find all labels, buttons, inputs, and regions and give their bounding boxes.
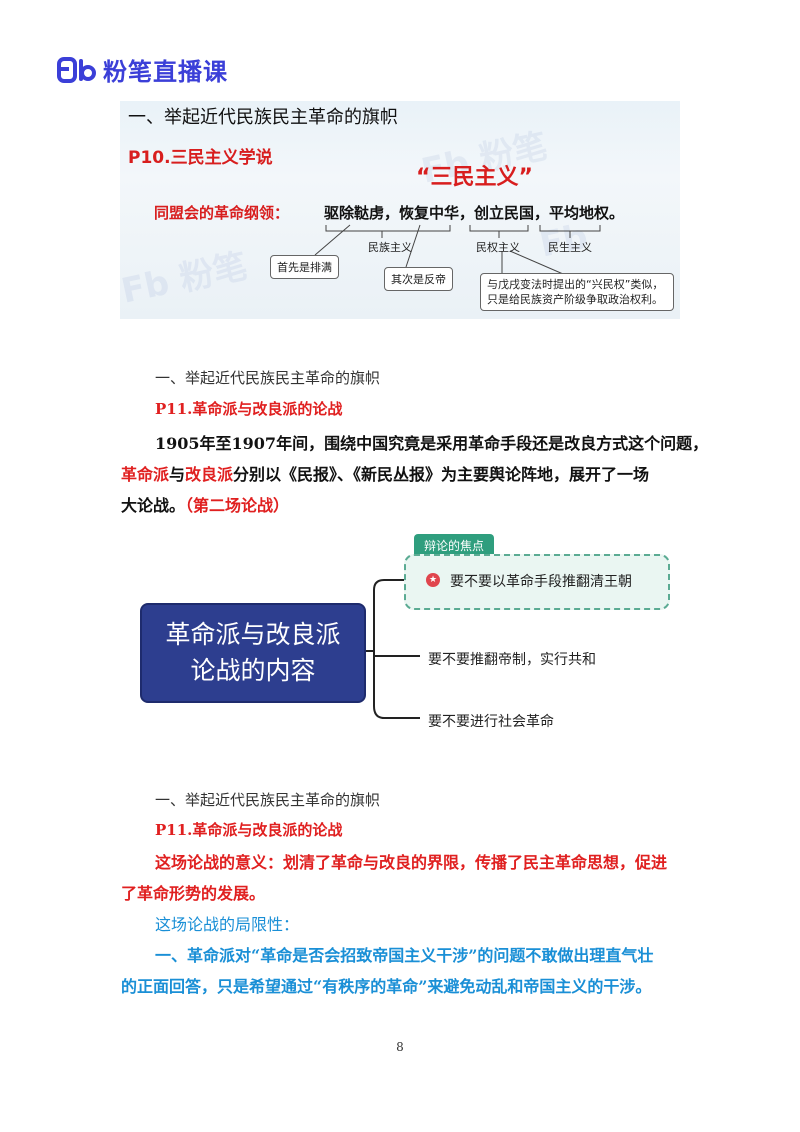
sub-minsheng: 民生主义 [548,241,592,254]
brand-name: 粉笔直播课 [103,58,228,86]
main-topic-line: 论战的内容 [190,656,316,685]
note-right: 与戊戌变法时提出的“兴民权”类似， 只是给民族资产阶级争取政治权利。 [480,273,674,311]
text-rest: 分别以《民报》、《新民丛报》为主要舆论阵地，展开了一场 [233,465,650,484]
text-second-debate: （第二场论战） [185,496,290,515]
fb-logo-icon [57,56,96,83]
sub-minzu: 民族主义 [368,241,412,254]
mindmap-item-3: 要不要进行社会革命 [428,714,554,730]
mindmap-main-topic: 革命派与改良派 论战的内容 [140,603,366,703]
slide-connectors [314,224,601,278]
block2-para-line2: 革命派与改良派分别以《民报》、《新民丛报》为主要舆论阵地，展开了一场 [121,461,649,485]
main-topic-line: 革命派与改良派 [165,620,341,649]
text-and: 与 [169,465,186,484]
note-second: 其次是反帝 [384,267,453,291]
note-right-line: 与戊戌变法时提出的“兴民权”类似， [487,278,664,291]
note-right-line: 只是给民族资产阶级争取政治权利。 [487,293,663,306]
limitation-heading: 这场论战的局限性： [155,915,300,934]
block2-heading: 一、举起近代民族民主革命的旗帜 [155,369,381,387]
mindmap-item-1: 要不要以革命手段推翻清王朝 [450,574,632,590]
program-text: 驱除鞑虏，恢复中华，创立民国，平均地权。 [324,204,625,222]
text-debate: 大论战。 [121,496,186,515]
note-first: 首先是排满 [270,255,339,279]
brand-logo: 粉笔直播课 [57,52,228,87]
slide-big-title: “三民主义” [416,165,533,190]
limitation-line1: 一、革命派对“革命是否会招致帝国主义干涉”的问题不敢做出理直气壮 [155,946,654,965]
slide-image-sanmin: Fb 粉笔 Fb 粉笔 Fb 一、举起近代民族民主革命的旗帜 P10.三民主义学… [120,101,680,319]
block2-section: P11.革命派与改良派的论战 [155,400,343,418]
program-label: 同盟会的革命纲领： [154,204,290,222]
term-revolutionaries: 革命派 [121,465,170,484]
focus-box [404,554,670,610]
significance-line1: 这场论战的意义：划清了革命与改良的界限，传播了民主革命思想，促进 [155,853,668,872]
significance-line2: 了革命形势的发展。 [121,884,266,903]
slide-section: P10.三民主义学说 [128,148,273,168]
limitation-line2: 的正面回答，只是希望通过“有秩序的革命”来避免动乱和帝国主义的干涉。 [121,977,652,996]
focus-tag: 辩论的焦点 [414,534,495,557]
sub-minquan: 民权主义 [476,241,520,254]
page-number: 8 [396,1040,404,1054]
mindmap-item-2: 要不要推翻帝制，实行共和 [428,652,596,668]
slide-title: 一、举起近代民族民主革命的旗帜 [128,107,398,128]
block3-heading: 一、举起近代民族民主革命的旗帜 [155,791,381,809]
term-reformists: 改良派 [185,465,234,484]
star-icon: ★ [426,573,440,587]
block2-para-line1: 1905年至1907年间，围绕中国究竟是采用革命手段还是改良方式这个问题， [155,434,709,453]
block3-section: P11.革命派与改良派的论战 [155,821,343,839]
block2-para-line3: 大论战。（第二场论战） [121,492,289,516]
